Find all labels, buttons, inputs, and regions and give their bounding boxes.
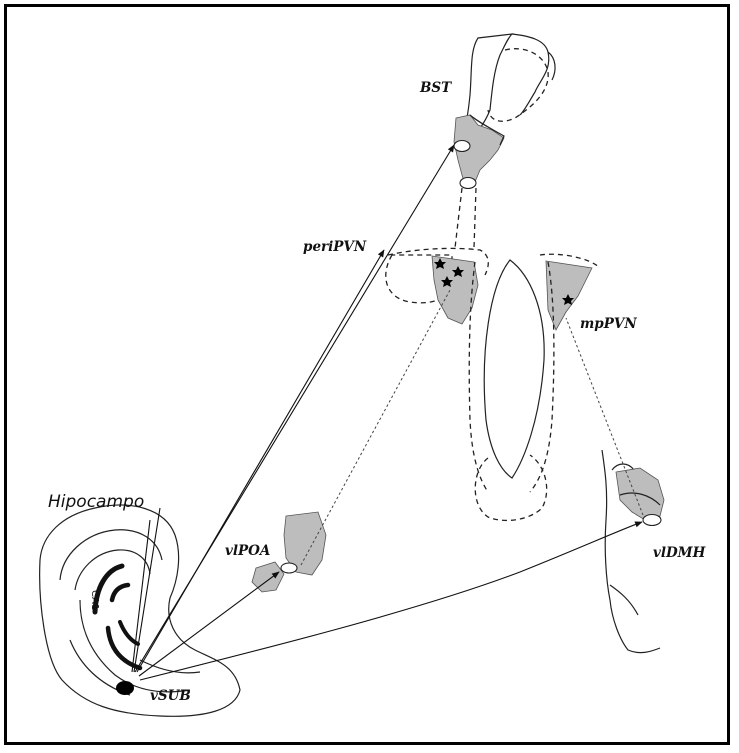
label-peripvn: periPVN (303, 239, 367, 255)
bst-pvn-connector-left (455, 188, 462, 248)
bst-injection-site (454, 141, 470, 152)
vldmh-injection-site (643, 515, 661, 526)
arrow-vsub-to-vlpoa (139, 572, 279, 676)
dotted-vldmh-to-mppvn (566, 318, 643, 515)
arrow-vsub-to-peripvn (137, 250, 384, 672)
bst-pvn-connector-right (474, 188, 476, 248)
vlpoa-injection-site (281, 563, 297, 573)
hippocampus-section (40, 505, 240, 716)
third-ventricle-outline (484, 260, 544, 478)
label-ca1: CA1 (89, 590, 100, 610)
bst-section (454, 34, 555, 189)
projection-arrows (132, 145, 642, 680)
vsub-injection-site (116, 681, 134, 695)
bst-lower-site (460, 178, 476, 189)
label-vsub: vSUB (150, 688, 191, 704)
arrow-vsub-to-vldmh (140, 522, 642, 680)
dotted-vlpoa-to-peripvn (301, 290, 450, 565)
label-bst: BST (419, 80, 452, 96)
pvn-section (386, 248, 600, 520)
arrow-vsub-hippo-2 (132, 520, 150, 672)
label-vldmh: vlDMH (653, 545, 707, 561)
label-hipocampo: Hipocampo (48, 492, 144, 512)
label-vlpoa: vlPOA (225, 543, 270, 559)
label-mppvn: mpPVN (580, 316, 637, 332)
